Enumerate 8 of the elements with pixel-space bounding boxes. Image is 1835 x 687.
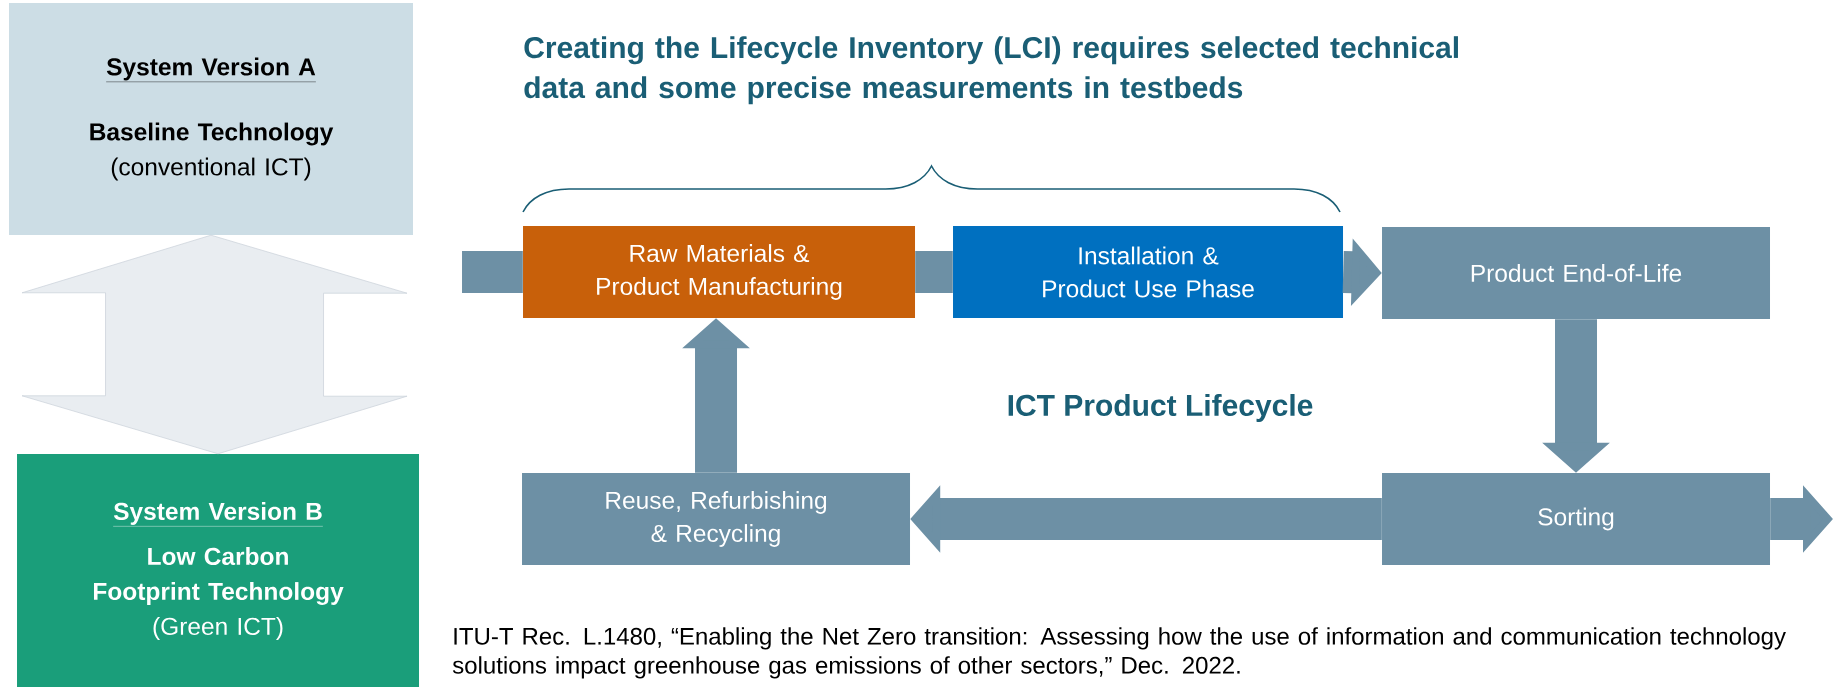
diagram-label: ICT Product Lifecycle — [1008, 394, 1313, 422]
process-box: Raw Materials & Product Manufacturing — [523, 226, 915, 318]
citation: ITU-T Rec. L.1480, “Enabling the Net Zero transition: Assessing how the use of information and communication technology solutions impact greenhouse gas emissions of other sectors,” Dec. 2022. — [452, 627, 1786, 679]
process-box: Installation & Product Use Phase — [953, 226, 1343, 318]
system-box: System Version B Low Carbon Footprint Technology (Green ICT) — [17, 454, 419, 687]
heading: Creating the Lifecycle Inventory (LCI) requires selected technical data and some precise measurements in testbeds — [524, 36, 1458, 105]
double-arrow — [21, 234, 408, 455]
system-box: System Version A Baseline Technology (conventional ICT) — [9, 3, 413, 235]
